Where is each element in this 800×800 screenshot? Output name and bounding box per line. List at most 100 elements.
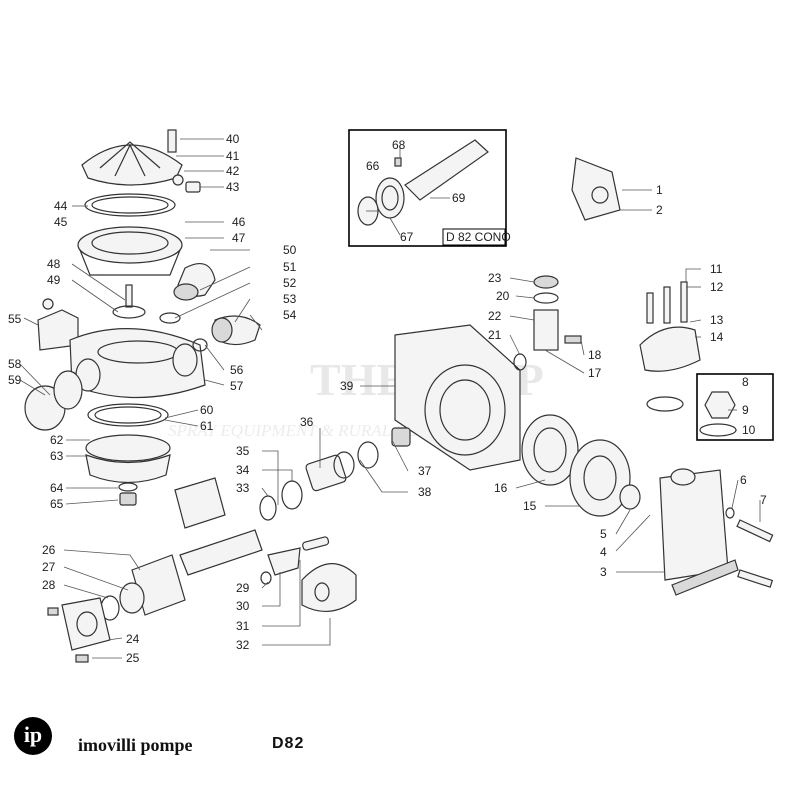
part-9-valve xyxy=(704,391,736,419)
part-cam xyxy=(174,477,226,529)
callout-17: 17 xyxy=(588,366,602,380)
callout-5: 5 xyxy=(600,527,607,541)
part-7-bolt xyxy=(736,519,774,543)
callout-36: 36 xyxy=(300,415,314,429)
part-6-washer xyxy=(725,507,735,519)
callout-52: 52 xyxy=(283,276,297,290)
part-37-bearing xyxy=(391,427,411,447)
callout-24: 24 xyxy=(126,632,140,646)
part-65-nut xyxy=(119,492,137,506)
crankshaft-assembly xyxy=(47,427,411,663)
part-4-knob xyxy=(670,468,696,486)
part-30-rod xyxy=(267,547,301,576)
part-11-bolt xyxy=(646,292,654,324)
part-33-ring xyxy=(259,495,277,521)
callout-14: 14 xyxy=(710,330,724,344)
callout-16: 16 xyxy=(494,481,508,495)
part-12-bolt xyxy=(680,281,688,323)
part-43-valve xyxy=(185,181,201,193)
callout-64: 64 xyxy=(50,481,64,495)
callout-26: 26 xyxy=(42,543,56,557)
part-34-ring xyxy=(281,480,303,510)
part-25-bolt xyxy=(75,654,89,663)
callout-45: 45 xyxy=(54,215,68,229)
callout-39: 39 xyxy=(340,379,354,393)
callout-69: 69 xyxy=(452,191,466,205)
part-68-key xyxy=(394,157,402,167)
part-36-bushing xyxy=(305,454,347,492)
part-bolt xyxy=(47,607,59,616)
part-29-ring xyxy=(260,571,272,585)
part-64-washer xyxy=(118,482,138,492)
part-51-nut xyxy=(173,283,199,301)
callout-63: 63 xyxy=(50,449,64,463)
callout-9: 9 xyxy=(742,403,749,417)
part-10-oring xyxy=(699,423,737,437)
watermark-sub: SPRAY EQUIPMENT & RURAL GOODS xyxy=(168,421,453,440)
part-13-oring xyxy=(646,396,684,412)
part-44-ring xyxy=(84,193,176,217)
part-63-base xyxy=(85,454,171,484)
callout-25: 25 xyxy=(126,651,140,665)
leader-lines xyxy=(19,138,761,659)
model-code: D82 xyxy=(272,735,305,752)
callout-4: 4 xyxy=(600,545,607,559)
callout-38: 38 xyxy=(418,485,432,499)
part-67-bearing xyxy=(375,177,405,219)
diaphragm-cover-assembly xyxy=(24,129,261,506)
callout-28: 28 xyxy=(42,578,56,592)
callout-62: 62 xyxy=(50,433,64,447)
part-40-bolt xyxy=(167,129,177,153)
callout-67: 67 xyxy=(400,230,414,244)
part-39-housing xyxy=(394,324,521,471)
part-41-cover xyxy=(81,144,183,186)
part-5-washer xyxy=(619,484,641,510)
callout-66: 66 xyxy=(366,159,380,173)
part-1-gasket xyxy=(571,157,621,221)
part-15-pulley xyxy=(569,439,631,517)
callout-15: 15 xyxy=(523,499,537,513)
callout-18: 18 xyxy=(588,348,602,362)
part-21-oring xyxy=(513,353,527,371)
part-3-bracket xyxy=(659,469,729,581)
part-shaft xyxy=(179,529,263,576)
part-49-oring xyxy=(112,305,146,319)
callout-29: 29 xyxy=(236,581,250,595)
callout-37: 37 xyxy=(418,464,432,478)
kit-label-cono: D 82 CONO xyxy=(446,230,511,244)
callout-31: 31 xyxy=(236,619,250,633)
callout-6: 6 xyxy=(740,473,747,487)
part-48-stud xyxy=(125,284,133,308)
part-16-pulley xyxy=(521,414,579,486)
part-60-ring xyxy=(87,403,169,427)
callout-51: 51 xyxy=(283,260,297,274)
callout-65: 65 xyxy=(50,497,64,511)
callout-1: 1 xyxy=(656,183,663,197)
part-69-cone-shaft xyxy=(404,139,489,201)
part-32-eccentric xyxy=(301,563,357,612)
callout-23: 23 xyxy=(488,271,502,285)
part-35-seal xyxy=(333,451,355,479)
part-20-oring xyxy=(533,292,559,304)
part-52-oring xyxy=(159,312,181,324)
callout-47: 47 xyxy=(232,231,246,245)
part-27-bearing xyxy=(119,582,145,614)
callout-57: 57 xyxy=(230,379,244,393)
callout-labels: 40 41 42 43 44 45 46 47 48 49 50 51 52 5… xyxy=(8,132,767,665)
part-62-seat xyxy=(85,434,171,462)
kit-box-valve xyxy=(696,373,774,441)
brand-name: imovilli pompe xyxy=(78,735,193,755)
callout-34: 34 xyxy=(236,463,250,477)
callout-22: 22 xyxy=(488,309,502,323)
callout-56: 56 xyxy=(230,363,244,377)
callout-44: 44 xyxy=(54,199,68,213)
part-42-oring xyxy=(172,174,184,186)
part-18-screw xyxy=(564,335,582,344)
part-22-cylinder xyxy=(533,309,559,351)
part-55-tee xyxy=(37,309,79,351)
callout-60: 60 xyxy=(200,403,214,417)
callout-53: 53 xyxy=(283,292,297,306)
callout-42: 42 xyxy=(226,164,240,178)
